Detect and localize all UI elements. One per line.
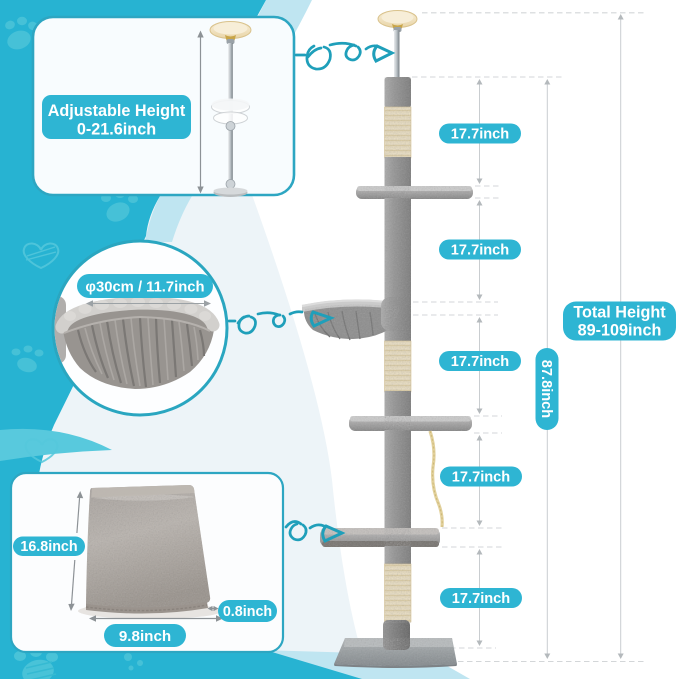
svg-text:17.7inch: 17.7inch bbox=[451, 127, 509, 143]
svg-text:0.8inch: 0.8inch bbox=[223, 604, 272, 620]
svg-text:0-21.6inch: 0-21.6inch bbox=[77, 121, 156, 139]
svg-text:17.7inch: 17.7inch bbox=[452, 591, 510, 607]
svg-text:17.7inch: 17.7inch bbox=[451, 354, 509, 370]
svg-text:87.8inch: 87.8inch bbox=[538, 360, 554, 418]
svg-text:Adjustable Height: Adjustable Height bbox=[48, 102, 186, 120]
svg-text:9.8inch: 9.8inch bbox=[119, 628, 171, 645]
svg-text:φ30cm / 11.7inch: φ30cm / 11.7inch bbox=[85, 280, 204, 296]
svg-text:17.7inch: 17.7inch bbox=[451, 243, 509, 259]
svg-text:16.8inch: 16.8inch bbox=[20, 539, 77, 555]
svg-text:17.7inch: 17.7inch bbox=[452, 470, 510, 486]
svg-text:Total Height: Total Height bbox=[573, 304, 666, 322]
svg-text:89-109inch: 89-109inch bbox=[578, 322, 662, 340]
